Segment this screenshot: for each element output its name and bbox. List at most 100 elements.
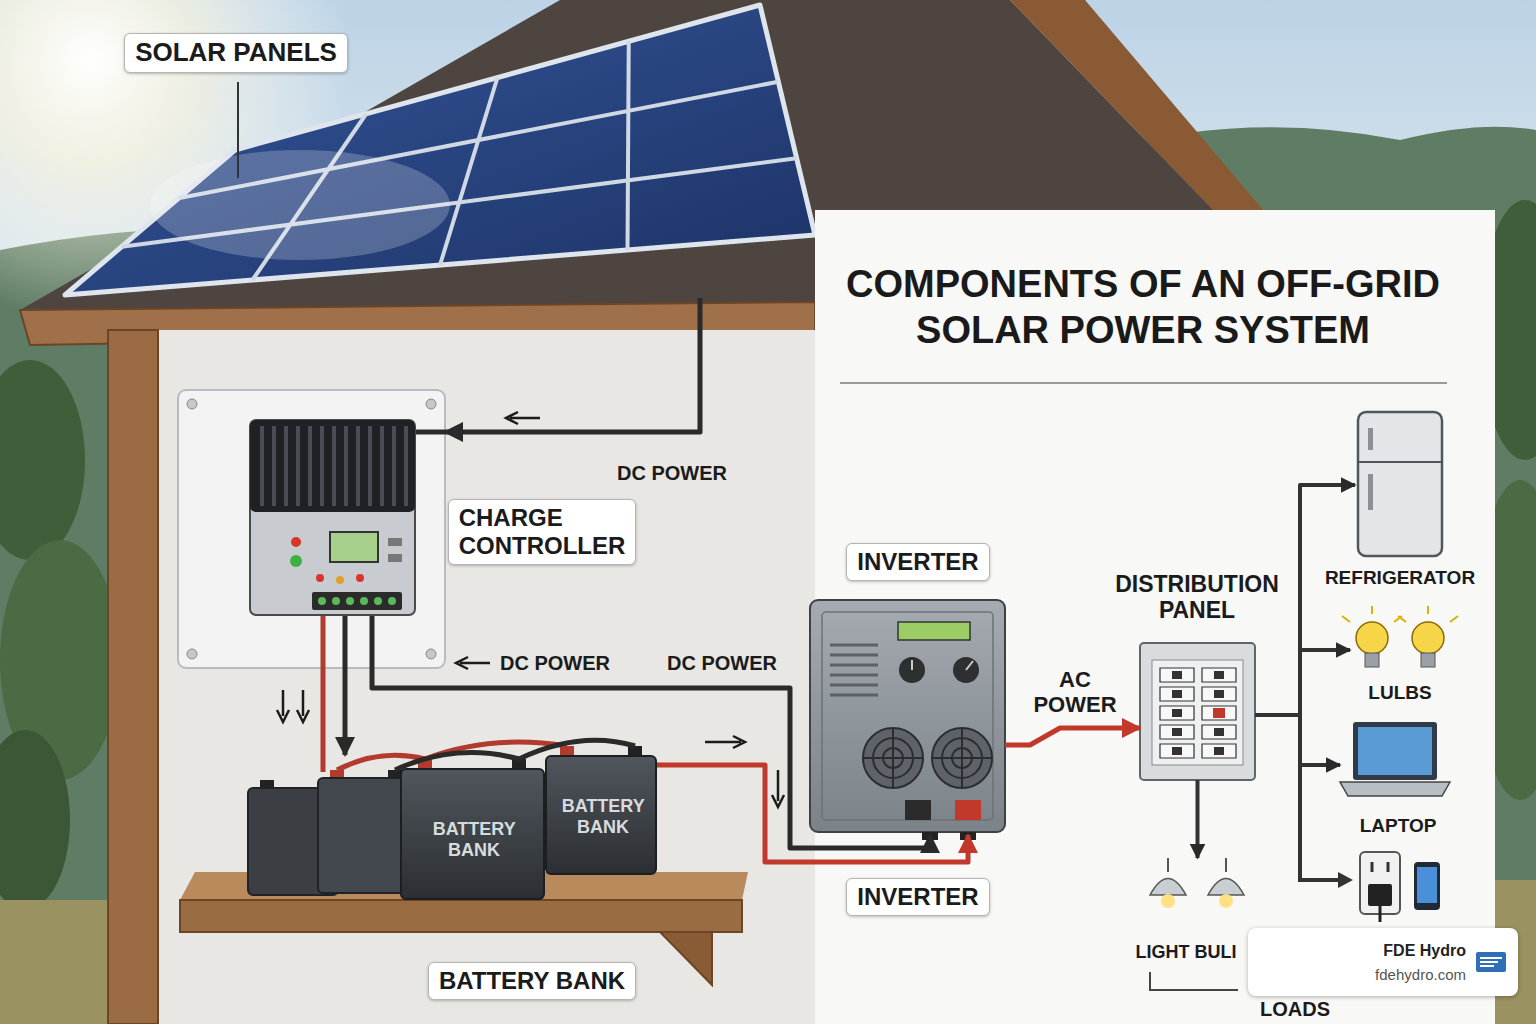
outlet-icon (1360, 852, 1400, 914)
phone-screen (1417, 867, 1437, 903)
wire-label: DC POWER (500, 652, 610, 675)
bulb-icon (1412, 622, 1444, 654)
fan-grill (863, 728, 992, 788)
inverter-display (898, 622, 970, 640)
power-wire (445, 298, 700, 432)
flow-arrow (705, 736, 745, 748)
group-label: LOADS (1260, 998, 1330, 1021)
distribution-panel: DISTRIBUTION PANEL (1140, 643, 1255, 780)
charge-controller-body (250, 420, 415, 615)
plug-cord (1379, 906, 1382, 922)
part-label: BATTERY BANK (428, 962, 636, 1000)
wire (415, 430, 445, 435)
wire-label: DC POWER (617, 462, 727, 485)
loads-bracket (1150, 972, 1238, 990)
terminal (360, 597, 368, 605)
laptop-icon (1353, 722, 1437, 780)
logo-stripes (1480, 958, 1502, 966)
part-label: CHARGE CONTROLLER (448, 499, 637, 564)
screw (426, 399, 436, 409)
flow-arrow (506, 412, 540, 424)
display (330, 532, 378, 562)
battery (318, 778, 408, 893)
inverter: INVERTER (810, 600, 1005, 835)
terminal (318, 597, 326, 605)
lamp-cord (1168, 858, 1226, 872)
plug (1368, 884, 1392, 906)
inverter-body (810, 600, 1005, 832)
phone-icon (1414, 862, 1440, 910)
bulbs: LULBS (1350, 615, 1450, 677)
panel-glare (150, 150, 450, 260)
bulb-base (1365, 653, 1379, 667)
battery-bank: BATTERY BANKBATTERY BANKBATTERY BANK (245, 755, 657, 905)
terminal-block (312, 592, 402, 610)
battery-label: BATTERY BANK (433, 819, 516, 860)
solar-panels: SOLAR PANELS (420, 160, 820, 298)
led (356, 574, 364, 582)
laptop-screen (1358, 727, 1432, 775)
bulb-base (1421, 653, 1435, 667)
heatsink (250, 420, 415, 512)
breaker-frame (1152, 660, 1243, 765)
power-wire (343, 668, 348, 755)
power-wire (657, 765, 968, 862)
power-wire (1255, 715, 1340, 765)
watermark-logo (1476, 952, 1506, 972)
dc-terminal (955, 800, 981, 820)
button (388, 554, 402, 562)
load-label: REFRIGERATOR (1325, 567, 1475, 589)
flow-arrow (297, 690, 309, 722)
flow-arrow (277, 690, 289, 722)
lamp-glow (1161, 894, 1175, 908)
part-label: INVERTER (846, 543, 989, 581)
wire (345, 612, 372, 668)
power-wire (1255, 650, 1350, 715)
outlet-slots (1372, 862, 1388, 872)
led (290, 555, 302, 567)
shelf-front (180, 900, 742, 932)
vents (830, 645, 878, 695)
refrigerator-icon (1358, 412, 1442, 556)
breakers (1160, 668, 1236, 758)
led (316, 574, 324, 582)
wire-label: AC POWER (1033, 667, 1116, 718)
flow-arrow (456, 657, 490, 669)
button (388, 538, 402, 546)
refrigerator-handle (1368, 474, 1373, 510)
laptop: LAPTOP (1340, 720, 1452, 798)
mounting-plate (178, 390, 445, 668)
load-label: LULBS (1368, 682, 1431, 704)
charge-controller: CHARGE CONTROLLER (178, 390, 445, 668)
terminal (374, 597, 382, 605)
battery: BATTERY BANK (545, 755, 657, 875)
lamp-glow (1219, 894, 1233, 908)
callout-label: INVERTER (846, 878, 989, 916)
title-rule (840, 382, 1447, 384)
wood-post (108, 330, 158, 1024)
heatsink-fins (262, 426, 406, 506)
part-label: SOLAR PANELS (124, 33, 348, 73)
gable-wood (1010, 0, 1265, 212)
watermark-text: FDE Hydro (1383, 942, 1466, 960)
wire (321, 612, 326, 772)
watermark-url: fdehydro.com (1375, 966, 1466, 983)
diagram-title: COMPONENTS OF AN OFF-GRID SOLAR POWER SY… (823, 262, 1463, 353)
part-label: DISTRIBUTION PANEL (1115, 571, 1279, 624)
laptop-base (1340, 782, 1450, 796)
light-bulbs: LIGHT BULI (1140, 858, 1255, 920)
arrowhead (1338, 872, 1353, 888)
load-label: LIGHT BULI (1136, 942, 1237, 963)
screw (426, 649, 436, 659)
led (291, 537, 301, 547)
tree (0, 360, 85, 560)
power-wire (1005, 728, 1140, 745)
terminal (388, 597, 396, 605)
bulb-rays (1342, 606, 1458, 622)
terminal (332, 597, 340, 605)
distribution-panel-body (1140, 643, 1255, 780)
